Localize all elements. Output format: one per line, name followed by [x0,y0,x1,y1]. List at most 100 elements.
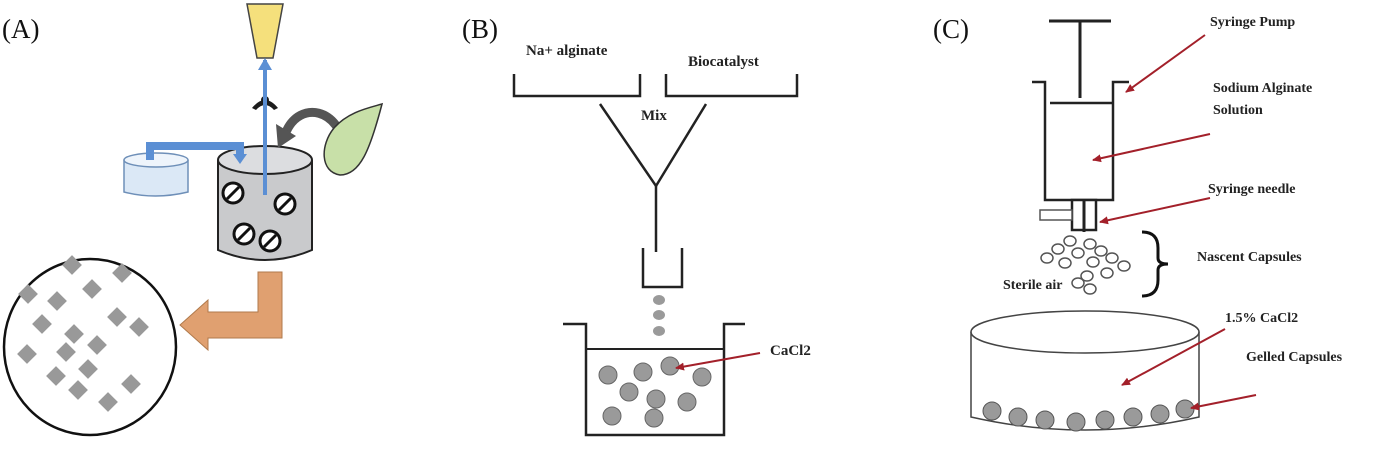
cacl2-label: CaCl2 [770,343,811,359]
cacl2-bath [563,322,745,437]
reactor-bead [221,181,245,205]
falling-drops [653,295,665,336]
biocatalyst-label: Biocatalyst [688,54,759,70]
nascent-capsule [1040,252,1054,264]
bath-bead [644,408,664,428]
mix-label: Mix [641,108,667,124]
inlet-arrowhead [233,154,247,164]
nascent-capsule [1051,243,1065,255]
alginate-label: Na+ alginate [526,43,608,59]
cacl2-concentration-label: 1.5% CaCl2 [1225,311,1298,326]
return-arrowhead [276,124,296,148]
reactor-bead [273,192,297,216]
nascent-capsule [1083,283,1097,295]
panel-a-label: (A) [2,14,39,44]
alginate-container [512,74,642,98]
nascent-capsule [1071,247,1085,259]
nascent-label: Nascent Capsules [1197,250,1302,265]
gelling-bath [970,332,1200,431]
particle [47,291,67,311]
particle [121,374,141,394]
nascent-capsule [1058,257,1072,269]
collector-leaf [323,102,384,176]
bath-bead [646,389,666,409]
gelled-capsule [1123,407,1143,427]
bath-bead [602,406,622,426]
particle [32,314,52,334]
shaft-arrowhead [258,58,272,70]
nascent-capsule [1080,270,1094,282]
particle [56,342,76,362]
solution-pointer [1092,133,1211,163]
particle [82,279,102,299]
gelled-label: Gelled Capsules [1246,350,1343,365]
gelled-capsules [982,399,1195,432]
reactor-bead [258,229,282,253]
gelled-capsule [1175,399,1195,419]
particle [98,392,118,412]
side-vessel [123,160,189,197]
side-vessel-top [123,152,189,168]
particle [46,366,66,386]
feed-funnel [246,3,284,59]
nascent-capsule [1094,245,1108,257]
gelled-capsule [1008,407,1028,427]
drop [653,310,665,320]
particle [68,380,88,400]
nascent-capsule [1083,238,1097,250]
needle-label: Syringe needle [1208,182,1296,197]
reactor-beads [221,181,297,253]
nascent-capsule [1117,260,1131,272]
particle [78,359,98,379]
panel-c-label: (C) [933,14,969,44]
particle [107,307,127,327]
gelled-capsule [1066,412,1086,432]
dropping-nozzle [641,248,684,289]
gelled-capsule [982,401,1002,421]
outlet-pipe [179,271,283,352]
bath-bead [677,392,697,412]
nascent-capsule [1105,252,1119,264]
bath-bead [619,382,639,402]
particle [62,255,82,275]
drop [653,326,665,336]
drop [653,295,665,305]
solution-label-line1: Sodium Alginate [1213,81,1312,96]
panel-c: (C) Syringe Pump Sodium Alginate Solutio… [933,14,1343,432]
nascent-capsule [1071,277,1085,289]
pump-pointer [1125,34,1206,93]
particle [129,317,149,337]
particle [112,263,132,283]
pump-label: Syringe Pump [1210,15,1295,30]
bath-beads [598,356,712,428]
cacl2-pointer [675,352,761,371]
nascent-capsule [1086,256,1100,268]
nascent-capsule [1100,267,1114,279]
particle [87,335,107,355]
bath-bead [633,362,653,382]
needle-pointer [1099,197,1211,225]
gelled-capsule [1035,410,1055,430]
sterile-air-label: Sterile air [1003,278,1062,293]
gelled-capsule [1095,410,1115,430]
particle [18,284,38,304]
air-inlet [1039,209,1073,221]
inlet-tube [146,142,244,160]
bath-bead [660,356,680,376]
biocatalyst-container [664,74,799,98]
syringe-barrel [1032,80,1129,202]
gelling-bath-top [970,310,1200,354]
panel-b-label: (B) [462,14,498,44]
solution-label-line2: Solution [1213,103,1263,118]
nascent-capsule [1063,235,1077,247]
particle [17,344,37,364]
gelled-pointer [1190,394,1257,411]
particle [64,324,84,344]
nascent-capsules [1040,235,1131,295]
panel-a: (A) [2,3,384,437]
bath-bead [692,367,712,387]
gelled-capsule [1150,404,1170,424]
panel-b: (B) Na+ alginate Biocatalyst Mix [462,14,811,437]
nascent-bracket [1141,230,1169,298]
